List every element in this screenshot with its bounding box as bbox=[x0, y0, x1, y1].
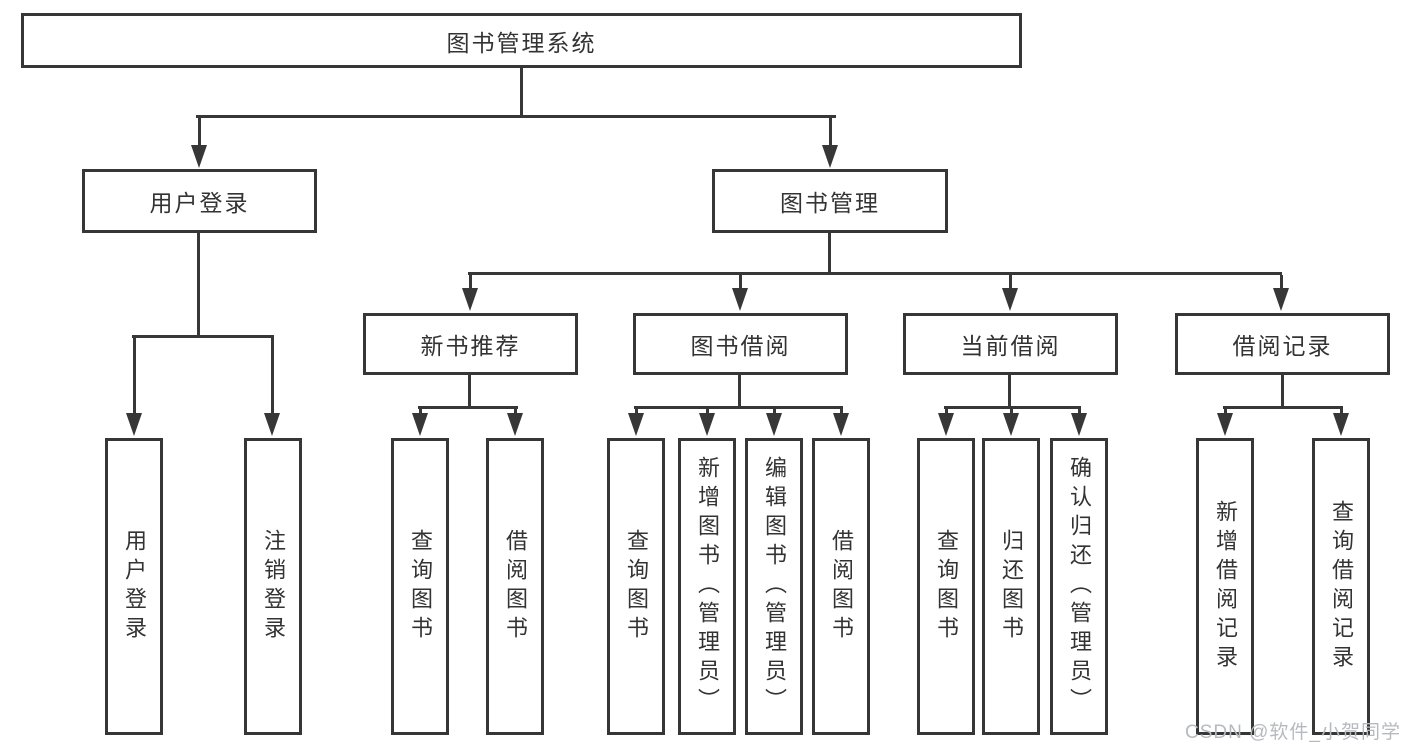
csdn-watermark: CSDN @软件_小贺同学 bbox=[1185, 722, 1401, 743]
connector-user-stem bbox=[197, 233, 200, 337]
arrow-down-icon bbox=[833, 409, 850, 436]
leaf-newbooks-query: 查询图书 bbox=[391, 438, 449, 735]
leaf-label: 新增图书（管理员） bbox=[695, 456, 720, 717]
node-borrow-records: 借阅记录 bbox=[1175, 313, 1390, 375]
connector-bookborrow-stem bbox=[738, 375, 741, 408]
node-book-mgmt-label: 图书管理 bbox=[780, 190, 880, 216]
arrow-down-icon bbox=[822, 118, 839, 168]
arrow-down-icon bbox=[628, 409, 645, 436]
leaf-borrow-edit-admin: 编辑图书（管理员） bbox=[745, 438, 803, 735]
arrow-down-icon bbox=[1071, 409, 1088, 436]
leaf-logout: 注销登录 bbox=[244, 438, 302, 735]
leaf-current-confirm-admin: 确认归还（管理员） bbox=[1050, 438, 1108, 735]
node-new-books-label: 新书推荐 bbox=[420, 333, 521, 359]
leaf-label: 查询图书 bbox=[624, 528, 649, 645]
connector-bookborrow-bar bbox=[634, 406, 843, 409]
arrow-down-icon bbox=[938, 409, 955, 436]
connector-mgmt-bar bbox=[468, 272, 1282, 275]
node-user-login-label: 用户登录 bbox=[149, 190, 250, 216]
connector-records-stem bbox=[1281, 375, 1284, 408]
leaf-label: 查询借阅记录 bbox=[1329, 499, 1354, 674]
node-borrow-records-label: 借阅记录 bbox=[1232, 333, 1333, 359]
connector-root-bar bbox=[196, 115, 836, 118]
arrow-down-icon bbox=[264, 338, 281, 436]
leaf-label: 新增借阅记录 bbox=[1213, 499, 1238, 674]
connector-user-bar bbox=[132, 335, 274, 338]
leaf-newbooks-borrow: 借阅图书 bbox=[486, 438, 544, 735]
node-user-login: 用户登录 bbox=[82, 169, 317, 233]
leaf-user-login: 用户登录 bbox=[105, 438, 163, 735]
connector-mgmt-stem bbox=[828, 233, 831, 274]
arrow-down-icon bbox=[1273, 275, 1290, 311]
arrow-down-icon bbox=[732, 275, 749, 311]
connector-newbooks-bar bbox=[418, 406, 518, 409]
leaf-label: 归还图书 bbox=[999, 528, 1024, 645]
arrow-down-icon bbox=[699, 409, 716, 436]
connector-records-bar bbox=[1223, 406, 1343, 409]
leaf-current-return: 归还图书 bbox=[982, 438, 1040, 735]
node-book-borrow: 图书借阅 bbox=[633, 313, 848, 375]
connector-newbooks-stem bbox=[468, 375, 471, 408]
leaf-records-add: 新增借阅记录 bbox=[1196, 438, 1254, 735]
connector-currentborrow-bar bbox=[944, 406, 1081, 409]
leaf-label: 确认归还（管理员） bbox=[1067, 456, 1092, 717]
leaf-label: 用户登录 bbox=[122, 528, 147, 645]
arrow-down-icon bbox=[1002, 275, 1019, 311]
leaf-label: 注销登录 bbox=[261, 528, 286, 645]
arrow-down-icon bbox=[1333, 409, 1350, 436]
node-book-borrow-label: 图书借阅 bbox=[690, 333, 791, 359]
connector-currentborrow-stem bbox=[1008, 375, 1011, 408]
arrow-down-icon bbox=[126, 338, 143, 436]
leaf-current-query: 查询图书 bbox=[917, 438, 975, 735]
leaf-label: 借阅图书 bbox=[503, 528, 528, 645]
node-root: 图书管理系统 bbox=[21, 13, 1022, 68]
node-current-borrow: 当前借阅 bbox=[903, 313, 1118, 375]
arrow-down-icon bbox=[766, 409, 783, 436]
arrow-down-icon bbox=[1003, 409, 1020, 436]
leaf-label: 编辑图书（管理员） bbox=[762, 456, 787, 717]
leaf-borrow-add-admin: 新增图书（管理员） bbox=[678, 438, 736, 735]
arrow-down-icon bbox=[507, 409, 524, 436]
node-root-label: 图书管理系统 bbox=[446, 29, 597, 56]
arrow-down-icon bbox=[191, 118, 208, 168]
leaf-records-query: 查询借阅记录 bbox=[1312, 438, 1370, 735]
leaf-label: 借阅图书 bbox=[829, 528, 854, 645]
arrow-down-icon bbox=[462, 275, 479, 311]
node-current-borrow-label: 当前借阅 bbox=[960, 333, 1061, 359]
connector-root-stem bbox=[520, 68, 523, 117]
leaf-label: 查询图书 bbox=[934, 528, 959, 645]
leaf-borrow-query: 查询图书 bbox=[607, 438, 665, 735]
arrow-down-icon bbox=[1217, 409, 1234, 436]
node-new-books: 新书推荐 bbox=[363, 313, 578, 375]
leaf-label: 查询图书 bbox=[408, 528, 433, 645]
node-book-mgmt: 图书管理 bbox=[712, 169, 948, 233]
arrow-down-icon bbox=[412, 409, 429, 436]
leaf-borrow-borrow: 借阅图书 bbox=[812, 438, 870, 735]
